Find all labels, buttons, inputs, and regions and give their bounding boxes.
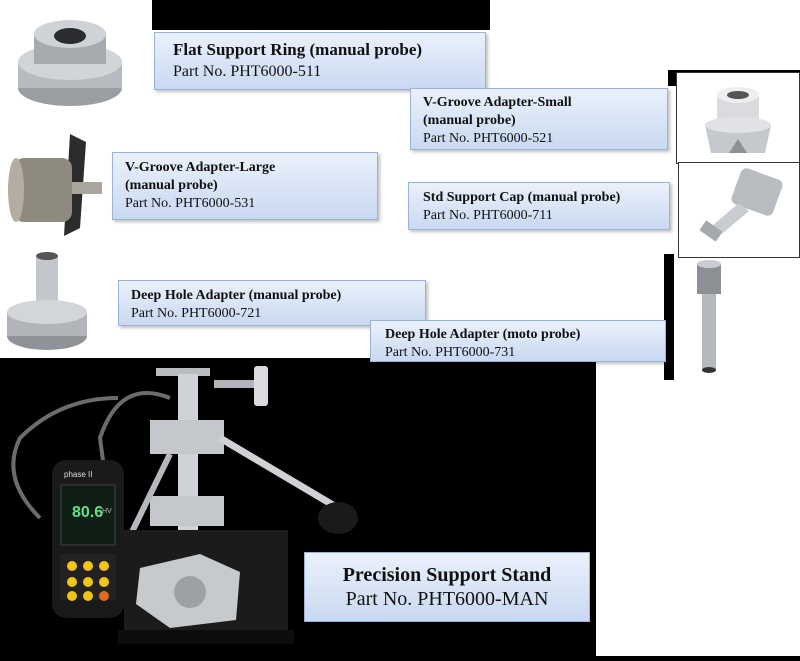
v-groove-small-label: V-Groove Adapter-Small (manual probe) Pa… <box>410 88 668 150</box>
label-part-number: Part No. PHT6000-731 <box>385 345 516 360</box>
device-brand: phase II <box>64 470 93 479</box>
deep-hole-manual-image <box>4 250 90 358</box>
std-support-cap-label: Std Support Cap (manual probe) Part No. … <box>408 182 670 230</box>
std-support-cap-image <box>678 162 800 258</box>
deep-hole-moto-label: Deep Hole Adapter (moto probe) Part No. … <box>370 320 666 362</box>
label-title-line1: V-Groove Adapter-Small <box>423 95 572 110</box>
label-title: Flat Support Ring (manual probe) <box>173 40 423 59</box>
deep-hole-manual-label: Deep Hole Adapter (manual probe) Part No… <box>118 280 426 326</box>
label-title-line2: (manual probe) <box>423 113 516 128</box>
device-unit: HV <box>102 508 112 515</box>
label-part-number: Part No. PHT6000-721 <box>131 306 262 321</box>
v-groove-large-image <box>0 124 108 246</box>
label-part-number: Part No. PHT6000-711 <box>423 208 553 223</box>
device-reading: 80.6 <box>72 504 104 521</box>
flat-support-ring-label: Flat Support Ring (manual probe) Part No… <box>154 32 486 90</box>
label-title: Deep Hole Adapter (manual probe) <box>131 288 342 303</box>
label-title: Deep Hole Adapter (moto probe) <box>385 327 581 342</box>
v-groove-small-image <box>676 72 800 164</box>
precision-stand-label: Precision Support Stand Part No. PHT6000… <box>304 552 590 622</box>
label-title-line2: (manual probe) <box>125 178 218 193</box>
background-block <box>664 254 674 380</box>
label-title: Std Support Cap (manual probe) <box>423 190 621 205</box>
label-part-number: Part No. PHT6000-MAN <box>345 588 549 610</box>
label-title-line1: V-Groove Adapter-Large <box>125 160 276 175</box>
v-groove-large-label: V-Groove Adapter-Large (manual probe) Pa… <box>112 152 378 220</box>
background-block <box>596 380 800 656</box>
label-part-number: Part No. PHT6000-511 <box>173 63 322 80</box>
label-part-number: Part No. PHT6000-521 <box>423 131 554 146</box>
deep-hole-moto-image <box>688 258 730 374</box>
label-part-number: Part No. PHT6000-531 <box>125 196 256 211</box>
label-title: Precision Support Stand <box>342 564 552 586</box>
flat-support-ring-image <box>0 0 152 120</box>
precision-support-stand-image: phase II 80.6 HV <box>0 358 596 656</box>
background-block <box>152 0 490 30</box>
